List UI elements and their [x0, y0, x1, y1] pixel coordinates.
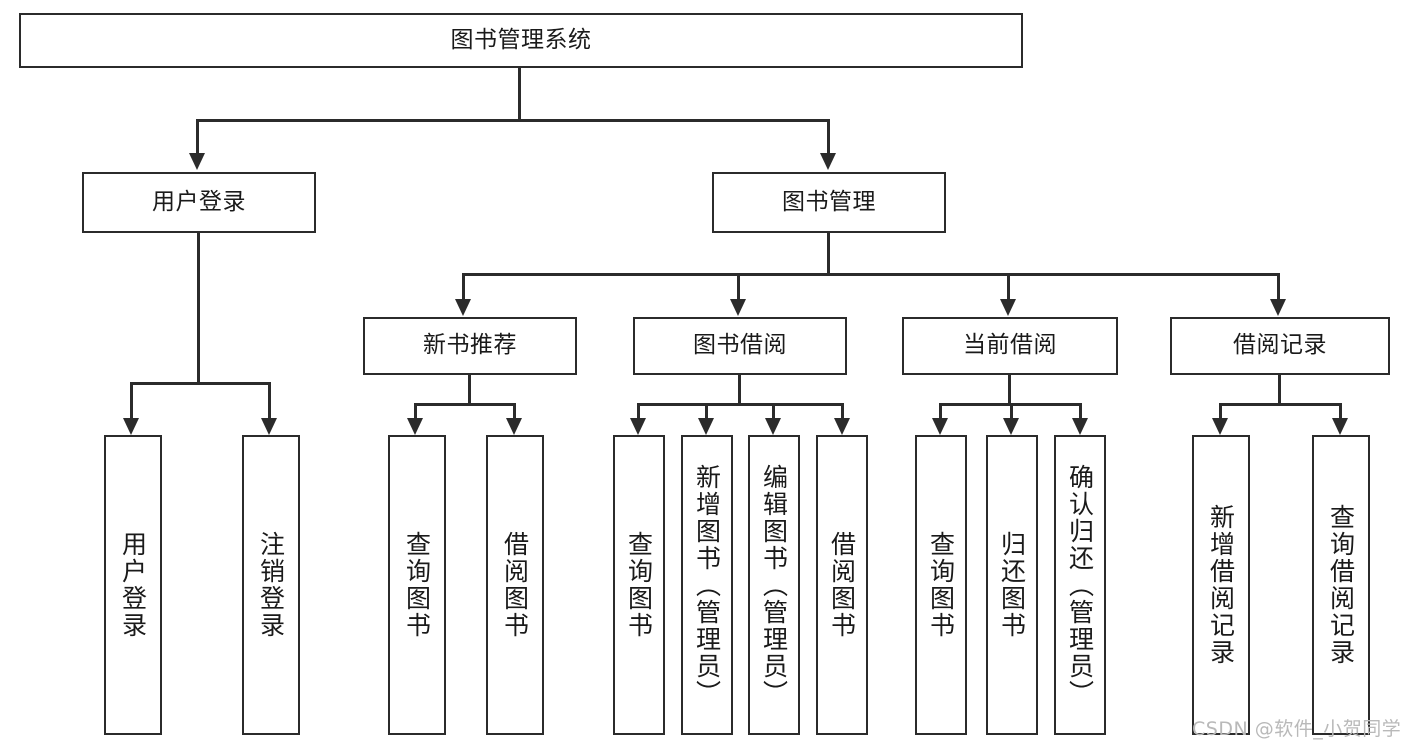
arrowhead-userlogin_to_leaves-0	[123, 418, 139, 435]
arrowhead-level2_to_level3-1	[730, 299, 746, 316]
connector-drop-currentborrow_to_leaves-2	[1079, 403, 1082, 418]
connector-stem-userlogin_to_leaves	[197, 233, 200, 382]
arrowhead-bookborrow_to_leaves-2	[765, 418, 781, 435]
arrowhead-recommend_to_leaves-1	[506, 418, 522, 435]
arrowhead-bookborrow_to_leaves-0	[630, 418, 646, 435]
connector-bus-recommend_to_leaves	[415, 403, 514, 406]
connector-drop-bookborrow_to_leaves-2	[772, 403, 775, 418]
arrowhead-currentborrow_to_leaves-0	[932, 418, 948, 435]
arrowhead-root_to_level2-1	[820, 153, 836, 170]
node-label: 注销登录	[256, 531, 286, 639]
connector-drop-currentborrow_to_leaves-1	[1010, 403, 1013, 418]
connector-drop-records_to_leaves-1	[1339, 403, 1342, 418]
arrowhead-records_to_leaves-1	[1332, 418, 1348, 435]
node-label: 查询图书	[926, 531, 956, 639]
connector-drop-userlogin_to_leaves-0	[130, 382, 133, 418]
connector-bus-records_to_leaves	[1220, 403, 1340, 406]
leaf-leaf-add-book-admin[interactable]: 新增图书（管理员）	[681, 435, 733, 735]
leaf-leaf-query-book-recommend[interactable]: 查询图书	[388, 435, 446, 735]
arrowhead-level2_to_level3-3	[1270, 299, 1286, 316]
leaf-leaf-return-book[interactable]: 归还图书	[986, 435, 1038, 735]
connector-stem-records_to_leaves	[1278, 375, 1281, 403]
node-label: 查询借阅记录	[1326, 504, 1356, 666]
connector-drop-recommend_to_leaves-1	[513, 403, 516, 418]
connector-drop-records_to_leaves-0	[1219, 403, 1222, 418]
node-label: 借阅图书	[500, 531, 530, 639]
node-label: 新增借阅记录	[1206, 504, 1236, 666]
connector-bus-bookborrow_to_leaves	[638, 403, 842, 406]
node-label: 借阅图书	[827, 531, 857, 639]
connector-stem-currentborrow_to_leaves	[1008, 375, 1011, 403]
node-label: 当前借阅	[963, 332, 1057, 359]
node-label: 图书管理系统	[450, 26, 592, 53]
leaf-leaf-edit-book-admin[interactable]: 编辑图书（管理员）	[748, 435, 800, 735]
arrowhead-level2_to_level3-2	[1000, 299, 1016, 316]
connector-stem-bookborrow_to_leaves	[738, 375, 741, 403]
connector-drop-level2_to_level3-1	[737, 273, 740, 299]
connector-stem-recommend_to_leaves	[468, 375, 471, 403]
leaf-leaf-user-logout[interactable]: 注销登录	[242, 435, 300, 735]
leaf-leaf-borrow-book-recommend[interactable]: 借阅图书	[486, 435, 544, 735]
node-user-login[interactable]: 用户登录	[82, 172, 316, 233]
connector-drop-recommend_to_leaves-0	[414, 403, 417, 418]
node-label: 新书推荐	[423, 332, 517, 359]
connector-drop-bookborrow_to_leaves-1	[705, 403, 708, 418]
connector-stem-root_to_level2	[518, 68, 521, 119]
arrowhead-userlogin_to_leaves-1	[261, 418, 277, 435]
leaf-leaf-borrow-book[interactable]: 借阅图书	[816, 435, 868, 735]
connector-drop-level2_to_level3-2	[1007, 273, 1010, 299]
connector-drop-level2_to_level3-0	[462, 273, 465, 299]
leaf-leaf-confirm-return-admin[interactable]: 确认归还（管理员）	[1054, 435, 1106, 735]
node-label: 查询图书	[624, 531, 654, 639]
connector-drop-currentborrow_to_leaves-0	[939, 403, 942, 418]
connector-drop-bookborrow_to_leaves-3	[841, 403, 844, 418]
connector-stem-level2_to_level3	[827, 233, 830, 273]
node-root[interactable]: 图书管理系统	[19, 13, 1023, 68]
arrowhead-bookborrow_to_leaves-3	[834, 418, 850, 435]
connector-drop-root_to_level2-0	[196, 119, 199, 153]
connector-drop-userlogin_to_leaves-1	[268, 382, 271, 418]
leaf-leaf-query-book-borrow[interactable]: 查询图书	[613, 435, 665, 735]
leaf-leaf-query-book-current[interactable]: 查询图书	[915, 435, 967, 735]
arrowhead-level2_to_level3-0	[455, 299, 471, 316]
connector-drop-root_to_level2-1	[827, 119, 830, 153]
node-book-borrow[interactable]: 图书借阅	[633, 317, 847, 375]
node-label: 编辑图书（管理员）	[759, 463, 789, 707]
arrowhead-currentborrow_to_leaves-1	[1003, 418, 1019, 435]
node-label: 借阅记录	[1233, 332, 1327, 359]
node-new-book-recommend[interactable]: 新书推荐	[363, 317, 577, 375]
connector-bus-userlogin_to_leaves	[131, 382, 269, 385]
node-book-management[interactable]: 图书管理	[712, 172, 946, 233]
leaf-leaf-add-borrow-record[interactable]: 新增借阅记录	[1192, 435, 1250, 735]
node-label: 确认归还（管理员）	[1065, 463, 1095, 707]
node-label: 新增图书（管理员）	[692, 463, 722, 707]
node-label: 图书管理	[782, 188, 876, 215]
node-label: 用户登录	[152, 188, 246, 215]
leaf-leaf-user-login[interactable]: 用户登录	[104, 435, 162, 735]
csdn-watermark: CSDN @软件_小贺同学	[1192, 718, 1402, 740]
connector-drop-level2_to_level3-3	[1277, 273, 1280, 299]
leaf-leaf-query-borrow-record[interactable]: 查询借阅记录	[1312, 435, 1370, 735]
arrowhead-bookborrow_to_leaves-1	[698, 418, 714, 435]
node-label: 图书借阅	[693, 332, 787, 359]
node-label: 归还图书	[997, 531, 1027, 639]
node-label: 用户登录	[118, 531, 148, 639]
node-label: 查询图书	[402, 531, 432, 639]
node-borrow-records[interactable]: 借阅记录	[1170, 317, 1390, 375]
arrowhead-root_to_level2-0	[189, 153, 205, 170]
arrowhead-recommend_to_leaves-0	[407, 418, 423, 435]
arrowhead-records_to_leaves-0	[1212, 418, 1228, 435]
connector-bus-root_to_level2	[197, 119, 830, 122]
connector-bus-level2_to_level3	[463, 273, 1280, 276]
arrowhead-currentborrow_to_leaves-2	[1072, 418, 1088, 435]
node-current-borrow[interactable]: 当前借阅	[902, 317, 1118, 375]
connector-drop-bookborrow_to_leaves-0	[637, 403, 640, 418]
